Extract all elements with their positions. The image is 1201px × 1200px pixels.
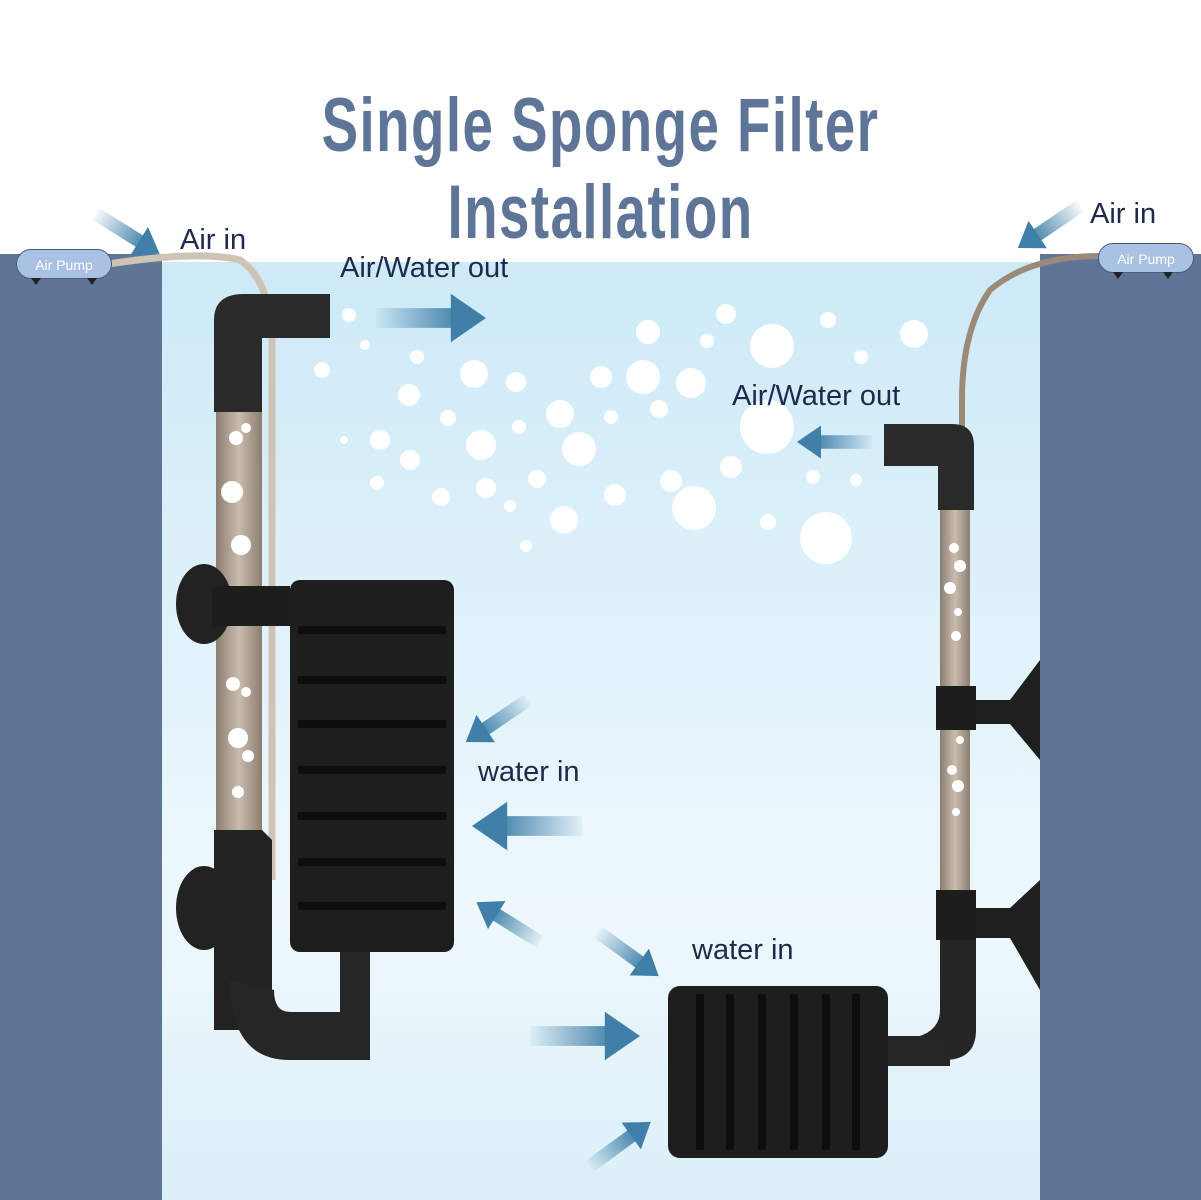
air-pump-left-label: Air Pump bbox=[35, 257, 93, 273]
arrow-left-water-in-upper bbox=[456, 686, 538, 756]
right-lift-tube bbox=[940, 440, 970, 930]
arrow-right-water-in-upper bbox=[588, 918, 669, 990]
tank-wall-left bbox=[0, 254, 162, 1200]
air-pump-left: Air Pump bbox=[16, 249, 112, 285]
left-outlet-elbow bbox=[214, 294, 330, 412]
tank-wall-right bbox=[1040, 254, 1201, 1200]
arrow-right-air-water-out bbox=[797, 425, 872, 459]
label-right-air-in: Air in bbox=[1090, 198, 1157, 230]
label-right-air-water-out: Air/Water out bbox=[732, 380, 901, 412]
label-right-water-in: water in bbox=[692, 934, 794, 966]
arrow-right-air-in bbox=[1008, 192, 1090, 262]
label-left-air-water-out: Air/Water out bbox=[340, 252, 509, 284]
arrow-left-water-in-lower bbox=[467, 888, 549, 956]
right-air-hose bbox=[959, 253, 1101, 1040]
arrow-left-water-in-middle bbox=[472, 801, 582, 851]
right-sponge bbox=[668, 986, 888, 1158]
arrow-left-air-water-out bbox=[376, 293, 486, 343]
label-left-water-in: water in bbox=[478, 756, 580, 788]
right-suction-cup-top bbox=[976, 660, 1040, 760]
air-pump-right-label: Air Pump bbox=[1117, 251, 1175, 267]
arrow-right-water-in-middle bbox=[530, 1011, 640, 1061]
air-pump-right: Air Pump bbox=[1098, 243, 1194, 279]
label-left-air-in: Air in bbox=[180, 224, 247, 256]
arrow-right-water-in-lower bbox=[580, 1108, 661, 1180]
left-bottom-fitting bbox=[214, 830, 272, 1030]
diagram-title: Single Sponge Filter Installation bbox=[321, 83, 880, 255]
right-suction-cup-bottom bbox=[976, 880, 1040, 990]
right-outlet-elbow bbox=[884, 424, 974, 510]
